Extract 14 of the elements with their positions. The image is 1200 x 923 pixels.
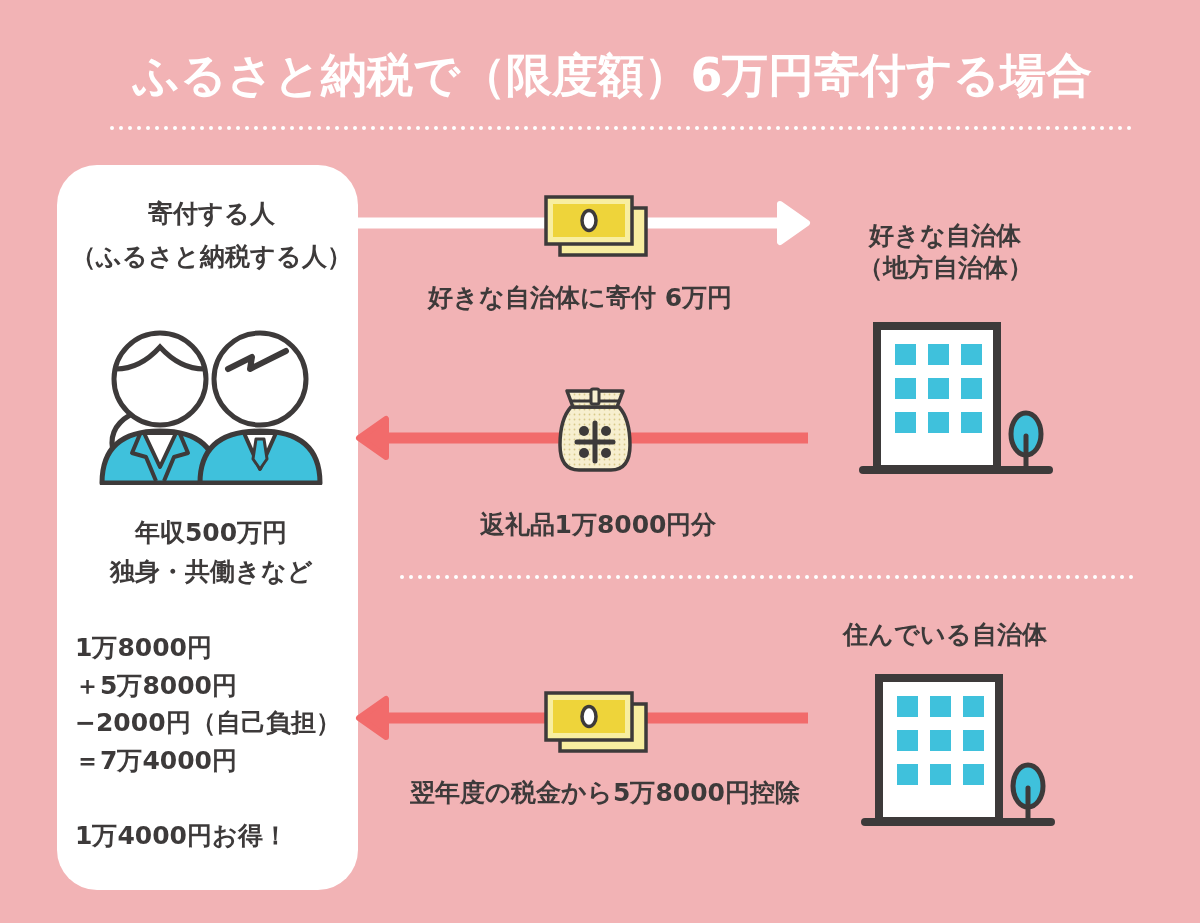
municipality-label: 好きな自治体（地方自治体） xyxy=(857,220,1033,284)
arrow xyxy=(356,696,808,740)
person-card xyxy=(57,165,358,890)
municipality-label: 住んでいる自治体 xyxy=(843,619,1047,651)
savings-note: 1万4000円お得！ xyxy=(75,820,288,852)
income-note: 年収500万円独身・共働きなど xyxy=(109,517,313,588)
edge-label: 返礼品1万8000円分 xyxy=(479,509,717,541)
arrow xyxy=(358,201,810,245)
edge-label: 翌年度の税金から5万8000円控除 xyxy=(410,777,800,809)
calculation-text: 1万8000円＋5万8000円−2000円（自己負担）＝7万4000円 xyxy=(75,632,341,777)
card-heading: 寄付する人（ふるさと納税する人） xyxy=(70,198,352,273)
arrow xyxy=(356,416,808,460)
title: ふるさと納税で（限度額）6万円寄付する場合 xyxy=(133,47,1093,103)
edge-label: 好きな自治体に寄付 6万円 xyxy=(427,282,733,314)
